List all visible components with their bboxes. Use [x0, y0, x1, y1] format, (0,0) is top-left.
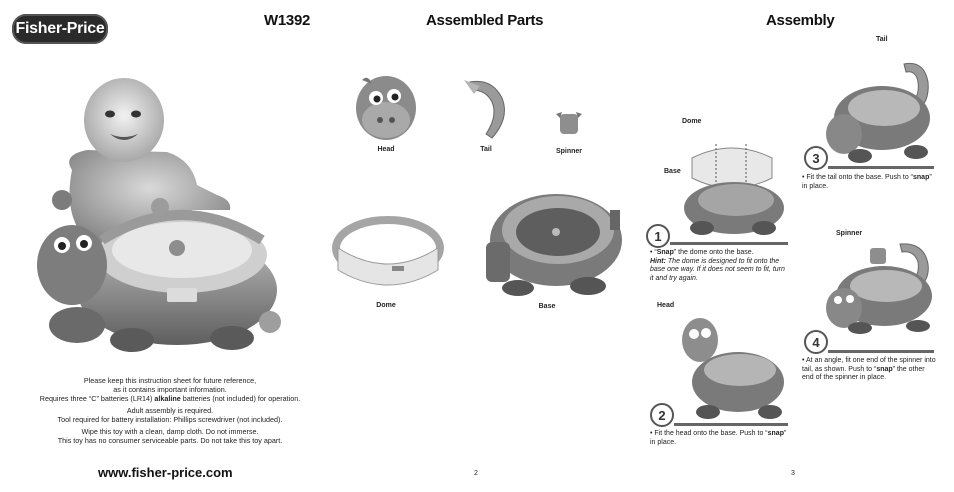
- logo-text: Fisher-Price: [15, 20, 105, 37]
- baby-with-toy-photo: [32, 70, 284, 362]
- step3-tail-callout: Tail: [876, 36, 888, 43]
- note-line: as it contains important information.: [113, 385, 227, 394]
- spinner-part-image: [556, 108, 582, 138]
- step4-rule: [828, 350, 934, 353]
- head-part-image: [352, 72, 420, 142]
- step1-badge: 1: [646, 224, 670, 248]
- assembled-parts-title: Assembled Parts: [426, 12, 544, 29]
- step1-image: [676, 134, 788, 240]
- step3-image: [820, 52, 934, 166]
- tail-label: Tail: [480, 146, 492, 153]
- step3-rule: [828, 166, 934, 169]
- step3-text: • Fit the tail onto the base. Push to “s…: [802, 174, 932, 190]
- instruction-notes: Please keep this instruction sheet for f…: [20, 376, 320, 445]
- head-label: Head: [377, 146, 395, 153]
- step2-image: [676, 312, 788, 422]
- dome-part-image: [332, 208, 444, 290]
- battery-note: Requires three “C” batteries (LR14) alka…: [39, 394, 301, 403]
- step2-head-callout: Head: [657, 302, 675, 309]
- step1-dome-callout: Dome: [682, 118, 702, 125]
- step4-spinner-callout: Spinner: [836, 230, 863, 237]
- step2-rule: [674, 423, 788, 426]
- note-line: Adult assembly is required.: [126, 406, 214, 415]
- note-line: Wipe this toy with a clean, damp cloth. …: [81, 427, 259, 436]
- base-label: Base: [538, 303, 556, 310]
- note-line: Tool required for battery installation: …: [57, 415, 283, 424]
- step1-text: • “Snap” the dome onto the base. Hint: T…: [650, 249, 785, 282]
- tail-part-image: [462, 78, 516, 142]
- step3-badge: 3: [804, 146, 828, 170]
- fisher-price-logo: Fisher-Price: [12, 14, 108, 44]
- page-number-left: 2: [474, 470, 478, 477]
- spinner-label: Spinner: [555, 148, 583, 155]
- step2-text: • Fit the head onto the base. Push to “s…: [650, 430, 787, 446]
- step1-base-callout: Base: [664, 168, 681, 175]
- assembly-title: Assembly: [766, 12, 835, 29]
- note-line: This toy has no consumer serviceable par…: [57, 436, 283, 445]
- step4-image: [820, 240, 936, 336]
- page-number-right: 3: [791, 470, 795, 477]
- step2-badge: 2: [650, 403, 674, 427]
- note-line: Please keep this instruction sheet for f…: [83, 376, 257, 385]
- website-link[interactable]: www.fisher-price.com: [98, 465, 233, 480]
- model-number: W1392: [264, 12, 311, 29]
- base-part-image: [478, 180, 626, 298]
- step4-badge: 4: [804, 330, 828, 354]
- dome-label: Dome: [376, 302, 396, 309]
- step4-text: • At an angle, fit one end of the spinne…: [802, 357, 936, 381]
- step1-rule: [670, 242, 788, 245]
